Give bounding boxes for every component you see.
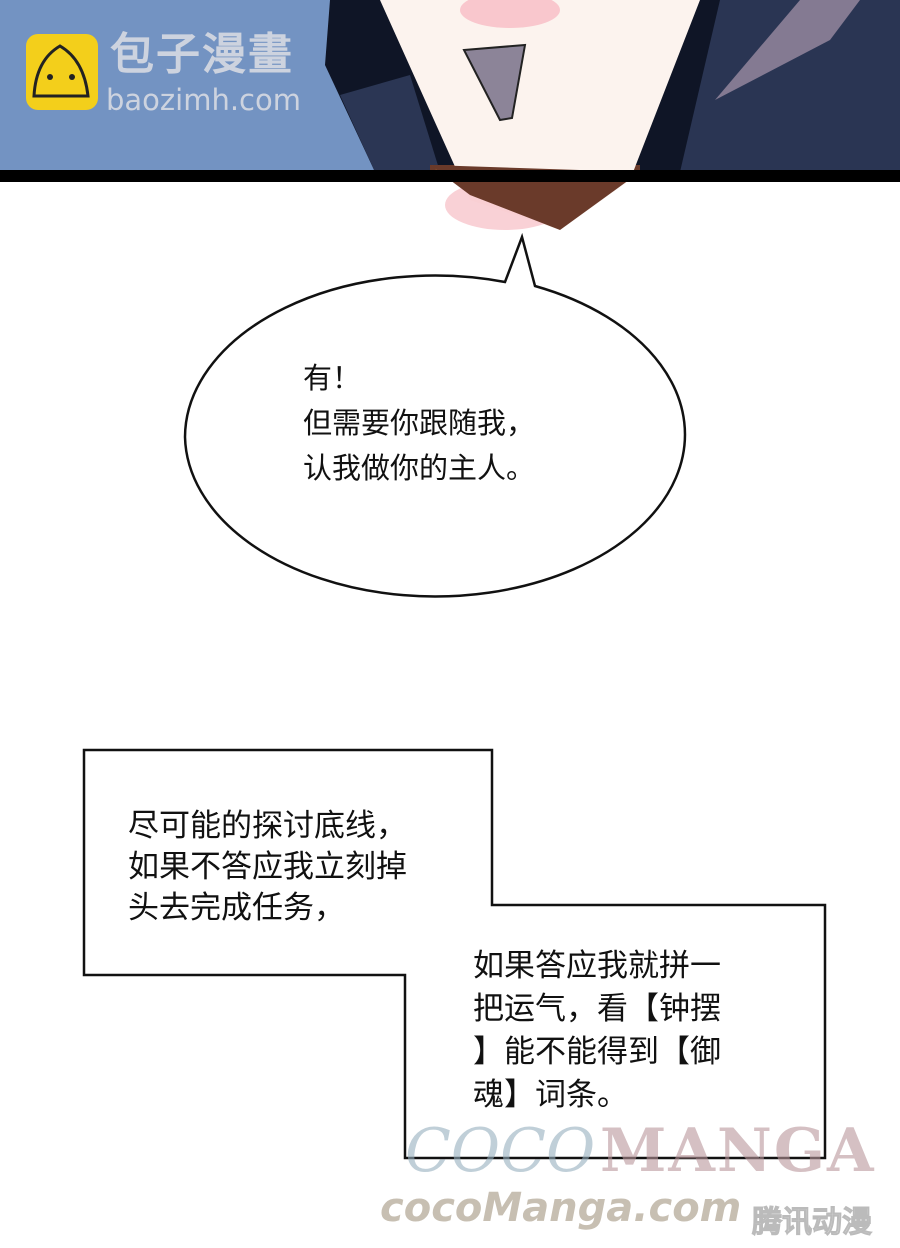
narration-line: 魂】词条。 <box>473 1077 628 1113</box>
watermark-logo-name: 包子漫畫 <box>110 29 294 80</box>
watermark-logo-url: baozimh.com <box>106 83 301 117</box>
speech-line: 但需要你跟随我， <box>303 406 536 440</box>
narration-line: 】能不能得到【御 <box>473 1034 721 1070</box>
narration-line: 头去完成任务， <box>128 890 345 926</box>
watermark-coco: COCO <box>405 1116 596 1186</box>
speech-line: 有！ <box>303 361 362 395</box>
narration-line: 把运气，看【钟摆 <box>473 991 721 1027</box>
speech-bubble <box>183 232 687 598</box>
panel-border <box>0 170 900 182</box>
watermark-manga: MANGA <box>600 1116 876 1186</box>
speech-line: 认我做你的主人。 <box>303 451 536 485</box>
watermark-tencent: 腾讯动漫 <box>752 1205 873 1240</box>
mouth <box>462 43 527 122</box>
coat-panel <box>680 0 900 172</box>
narration-line: 尽可能的探讨底线， <box>128 808 407 844</box>
coat-panel <box>340 75 440 172</box>
hair <box>715 0 860 100</box>
watermark-url: cocoManga.com <box>380 1185 742 1231</box>
narration-line: 如果不答应我立刻掉 <box>128 849 407 885</box>
blush <box>460 0 560 28</box>
bun-shape-icon <box>32 44 90 98</box>
narration-line: 如果答应我就拼一 <box>473 948 721 984</box>
narration-box <box>82 748 827 1160</box>
